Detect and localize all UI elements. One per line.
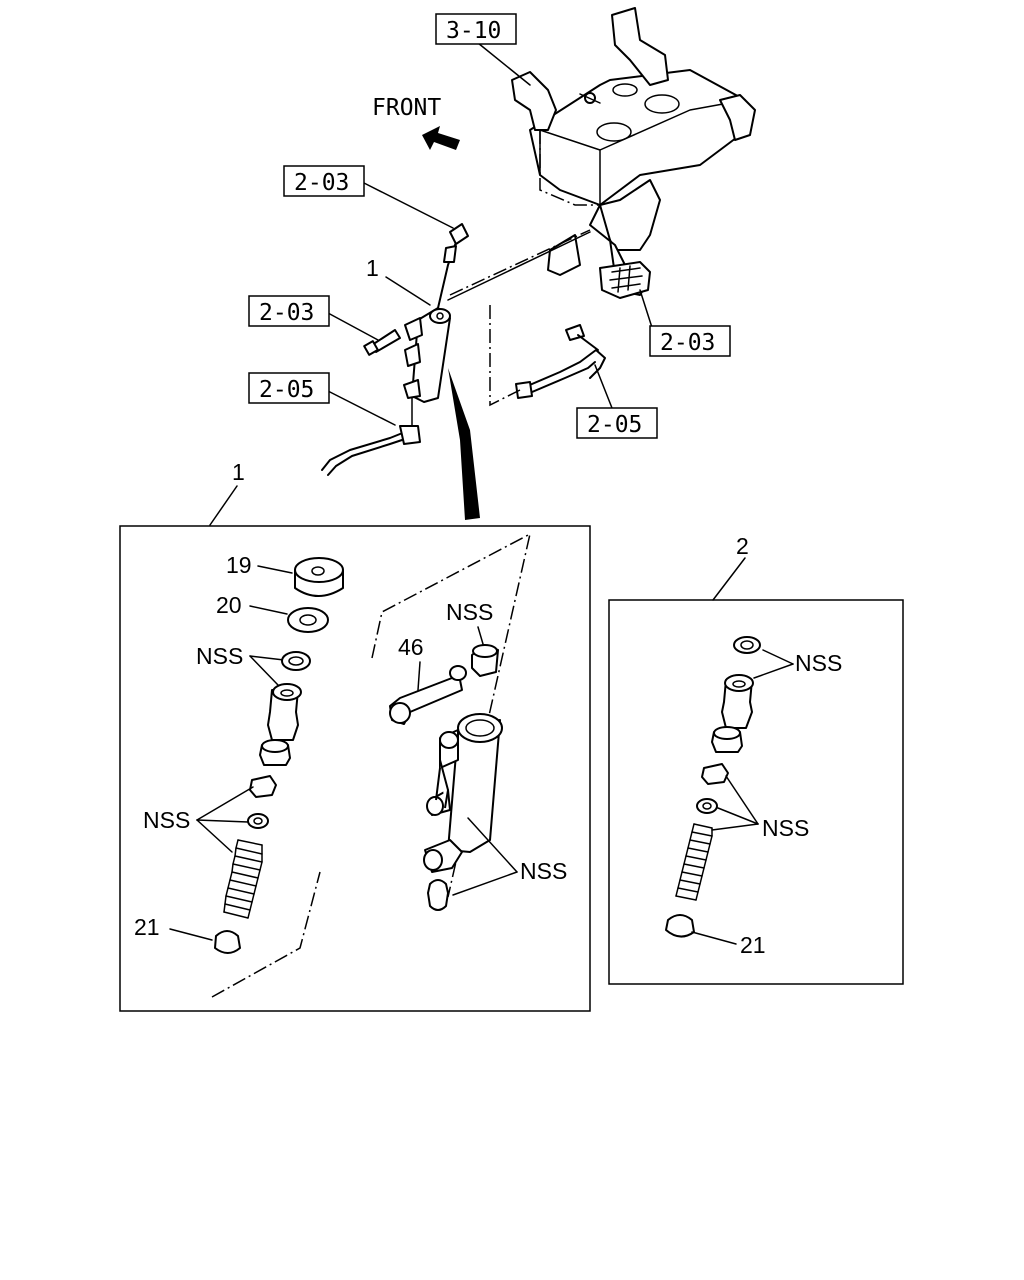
front-arrow [422,126,460,150]
ref-label-hose-left: 2-05 [259,377,314,403]
master-cylinder-assembly [321,223,606,520]
callout-nss-mid: NSS [143,807,190,833]
callout-nss-box2-top: NSS [795,650,842,676]
ref-label-hose-right: 2-05 [587,412,642,438]
ref-label-bracket: 3-10 [446,18,501,44]
callout-cylinder: 1 [366,255,379,281]
ref-box-pipe-top: 2-03 [283,165,365,197]
detail-box-1: 1 19 20 NSS NSS [119,459,591,1012]
callout-cap: 19 [226,552,252,578]
callout-nss-top: NSS [196,643,243,669]
callout-washer: 20 [216,592,242,618]
front-label: FRONT [372,95,441,121]
ref-box-bracket: 3-10 [435,13,517,45]
callout-pipe-46: 46 [398,634,424,660]
callout-box1: 1 [232,459,245,485]
callout-nss-box2-mid: NSS [762,815,809,841]
ref-box-hose-right: 2-05 [576,407,658,439]
ref-box-pedal: 2-03 [649,325,731,357]
callout-nss-right: NSS [520,858,567,884]
spring-box1 [223,839,263,919]
pedal-bracket [511,7,756,299]
ref-label-pedal: 2-03 [660,330,715,356]
detail-box-2: 2 NSS NSS 21 [608,533,904,985]
callout-boot-box2: 21 [740,932,766,958]
callout-box2: 2 [736,533,749,559]
callout-boot-box1: 21 [134,914,160,940]
callout-nss-reservoir: NSS [446,599,493,625]
ref-label-pipe-top: 2-03 [294,170,349,196]
ref-box-bolt: 2-03 [248,295,330,327]
spring-box2 [675,823,713,901]
ref-label-bolt: 2-03 [259,300,314,326]
ref-box-hose-left: 2-05 [248,372,330,404]
